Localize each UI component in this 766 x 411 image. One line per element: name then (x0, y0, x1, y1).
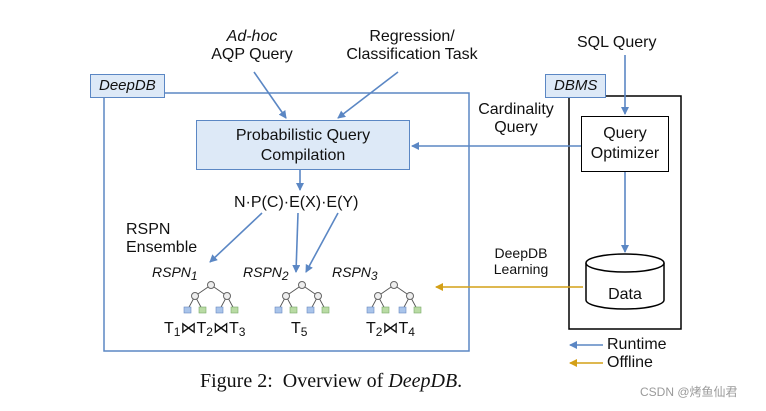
deepdb-learning-label: DeepDB Learning (476, 245, 566, 277)
table-letter: T (398, 320, 409, 337)
ensemble-line2: Ensemble (126, 239, 198, 257)
optimizer-line1: Query (603, 125, 647, 142)
legend-offline-label: Offline (607, 354, 653, 371)
table-index: 2 (206, 325, 213, 339)
rspn2-tree (274, 281, 330, 314)
optimizer-line2: Optimizer (590, 145, 660, 162)
rspn3-tree (366, 281, 422, 314)
rspn2-tables: T5 (291, 320, 307, 340)
arrow-formula-to-rspn2a (292, 212, 301, 273)
table-index: 1 (173, 325, 181, 339)
rspn-ensemble-label: RSPN Ensemble (126, 221, 197, 258)
cardinality-query-label: Cardinality Query (470, 101, 562, 138)
probabilistic-query-compilation-box: Probabilistic Query Compilation (196, 120, 410, 170)
caption-suffix: . (457, 370, 463, 392)
join-symbol: ⋈ (180, 320, 197, 337)
table-letter: T (366, 320, 376, 337)
ensemble-line1: RSPN (126, 221, 171, 238)
table-index: 5 (300, 325, 308, 339)
deepdb-tag: DeepDB (90, 74, 165, 98)
rspn3-sub: 3 (370, 269, 378, 283)
rspn3-tables: T2⋈T4 (366, 320, 415, 340)
cardinality-line2: Query (494, 119, 538, 137)
dbms-tag: DBMS (545, 74, 607, 98)
learning-line2: Learning (493, 261, 549, 278)
learning-line1: DeepDB (494, 245, 548, 261)
sql-query-label: SQL Query (577, 34, 657, 51)
compilation-line1: Probabilistic Query (235, 127, 371, 144)
rspn2-name: RSPN (243, 264, 282, 280)
caption-name: DeepDB (388, 370, 458, 392)
cardinality-line1: Cardinality (478, 101, 554, 118)
regression-task-label: Regression/ Classification Task (330, 28, 494, 65)
table-index: 4 (408, 325, 415, 339)
arrow-adhoc-to-compilation (253, 71, 287, 119)
query-optimizer-box: Query Optimizer (581, 116, 669, 172)
adhoc-query-label: Ad-hoc AQP Query (196, 28, 308, 65)
arrow-formula-to-rspn2b (305, 212, 339, 273)
rspn1-sub: 1 (190, 269, 198, 283)
arrow-formula-to-rspn1 (209, 212, 263, 263)
join-symbol: ⋈ (212, 320, 229, 337)
table-letter: T (164, 320, 174, 337)
table-letter: T (291, 320, 301, 337)
table-letter: T (196, 320, 207, 337)
arrow-regression-to-compilation (337, 71, 399, 119)
rspn2-sub: 2 (281, 269, 289, 283)
table-letter: T (228, 320, 239, 337)
caption-prefix: Figure 2: Overview of (200, 370, 389, 392)
figure-caption: Figure 2: Overview of DeepDB. (200, 370, 462, 393)
data-label: Data (608, 286, 642, 303)
table-index: 2 (375, 325, 383, 339)
rspn1-name: RSPN (152, 264, 191, 280)
compilation-line2: Compilation (260, 147, 346, 164)
deepdb-frame (103, 92, 470, 352)
watermark: CSDN @烤鱼仙君 (640, 385, 738, 399)
table-index: 3 (238, 325, 246, 339)
rspn3-label: RSPN3 (332, 264, 378, 284)
data-cylinder (585, 253, 665, 310)
adhoc-label-line2: AQP Query (211, 46, 293, 64)
rspn3-name: RSPN (332, 264, 371, 280)
estimation-formula: N·P(C)·E(X)·E(Y) (234, 194, 359, 211)
regression-label-line1: Regression/ (369, 28, 455, 45)
adhoc-label-line1: Ad-hoc (226, 28, 278, 45)
rspn2-label: RSPN2 (243, 264, 289, 284)
legend-runtime-label: Runtime (607, 336, 667, 353)
join-symbol: ⋈ (382, 320, 399, 337)
rspn1-label: RSPN1 (152, 264, 198, 284)
regression-label-line2: Classification Task (346, 46, 478, 64)
rspn1-tree (183, 281, 239, 314)
rspn1-tables: T1⋈T2⋈T3 (164, 320, 245, 340)
